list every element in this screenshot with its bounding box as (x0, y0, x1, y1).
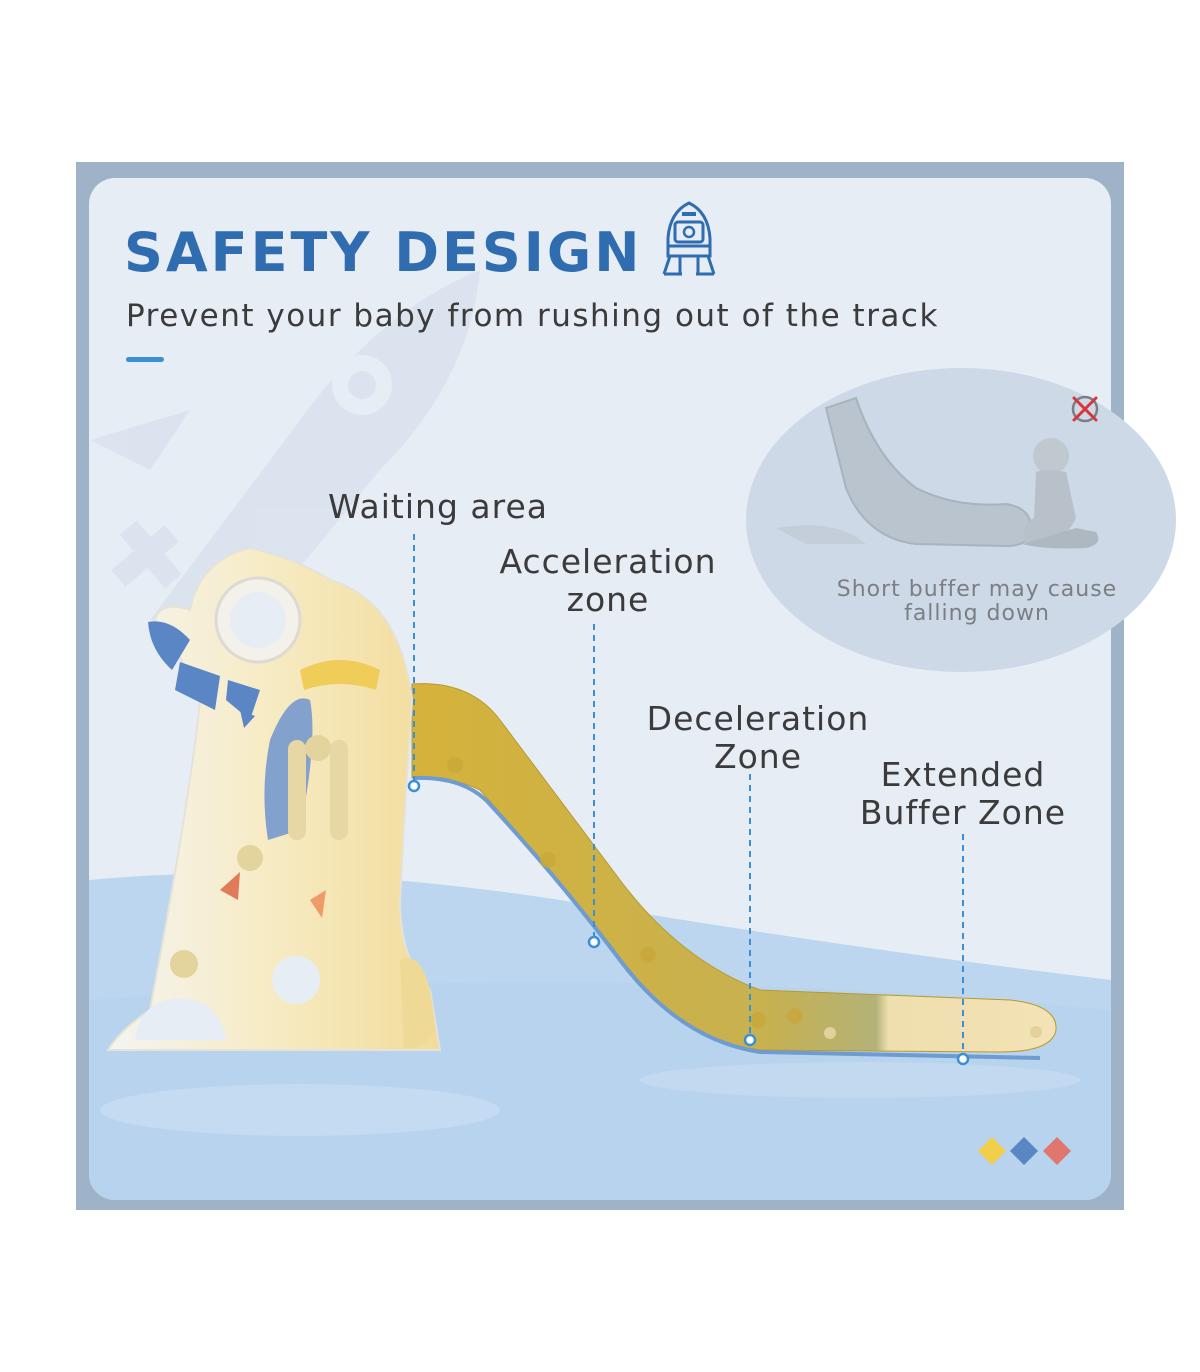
zone-leader-lines (413, 534, 964, 1056)
waiting-area-marker (407, 779, 421, 793)
short-buffer-illustration (776, 396, 1099, 549)
rocket-icon (662, 201, 716, 276)
callout-caption: Short buffer may cause falling down (832, 578, 1122, 626)
callout-caption-line2: falling down (904, 601, 1050, 626)
background-rocket-shape (90, 270, 480, 640)
deceleration-zone-label: Deceleration Zone (640, 700, 876, 776)
deceleration-label-line2: Zone (713, 737, 802, 776)
acceleration-zone-marker (587, 935, 601, 949)
color-swatch-diamonds (978, 1137, 1071, 1165)
acceleration-label-line2: zone (566, 580, 650, 619)
acceleration-zone-label: Acceleration zone (486, 543, 730, 619)
waiting-area-label: Waiting area (328, 487, 548, 526)
title-underline (126, 357, 164, 362)
callout-caption-line1: Short buffer may cause (836, 577, 1118, 602)
page-title: SAFETY DESIGN (124, 221, 643, 284)
close-icon (1071, 395, 1099, 423)
deceleration-label-line1: Deceleration (646, 699, 870, 738)
page-subtitle: Prevent your baby from rushing out of th… (126, 298, 939, 334)
buffer-label-line2: Buffer Zone (859, 793, 1067, 832)
acceleration-label-line1: Acceleration (499, 542, 717, 581)
buffer-zone-marker (956, 1052, 970, 1066)
deceleration-zone-marker (743, 1033, 757, 1047)
extended-buffer-zone-label: Extended Buffer Zone (848, 756, 1078, 832)
short-buffer-callout (746, 368, 1176, 672)
buffer-label-line1: Extended (880, 755, 1046, 794)
